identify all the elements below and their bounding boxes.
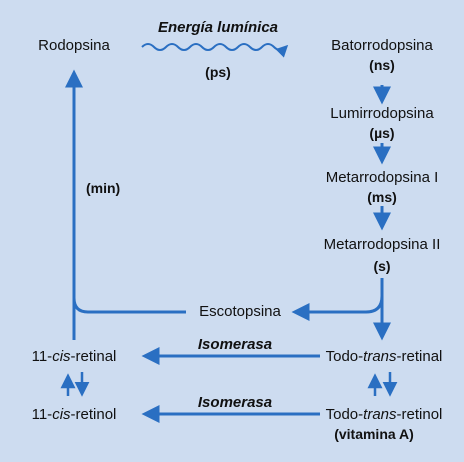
rodopsina-return-time: (min) — [86, 180, 121, 196]
metarrodopsina-2-time: (s) — [373, 258, 391, 274]
cis-retinal-label: 11-cis-retinal — [31, 348, 117, 365]
cis-retinol-label: 11-cis-retinol — [31, 406, 117, 423]
arrow-to-escotopsina — [291, 295, 384, 321]
escotopsina-label: Escotopsina — [199, 303, 281, 320]
trans-retinal-label: Todo-trans-retinal — [325, 348, 443, 365]
rodopsina-label: Rodopsina — [38, 37, 110, 54]
light-energy-wavy-arrow — [141, 43, 289, 58]
batorrodopsina-time: (ns) — [369, 57, 395, 73]
light-energy-label: Energía lumínica — [157, 19, 279, 36]
trans-retinol-label: Todo-trans-retinol — [325, 406, 443, 423]
lumirrodopsina-label: Lumirrodopsina — [330, 105, 434, 122]
light-energy-time: (ps) — [205, 64, 231, 80]
vitamina-a-label: (vitamina A) — [334, 426, 414, 442]
isomerasa-top-label: Isomerasa — [197, 336, 273, 353]
arrow-escotopsina-to-left — [72, 297, 186, 314]
metarrodopsina-2-label: Metarrodopsina II — [323, 236, 441, 253]
isomerasa-bottom-label: Isomerasa — [197, 394, 273, 411]
batorrodopsina-label: Batorrodopsina — [331, 37, 433, 54]
metarrodopsina-1-label: Metarrodopsina I — [325, 169, 439, 186]
metarrodopsina-1-time: (ms) — [367, 189, 397, 205]
lumirrodopsina-time: (µs) — [369, 125, 395, 141]
